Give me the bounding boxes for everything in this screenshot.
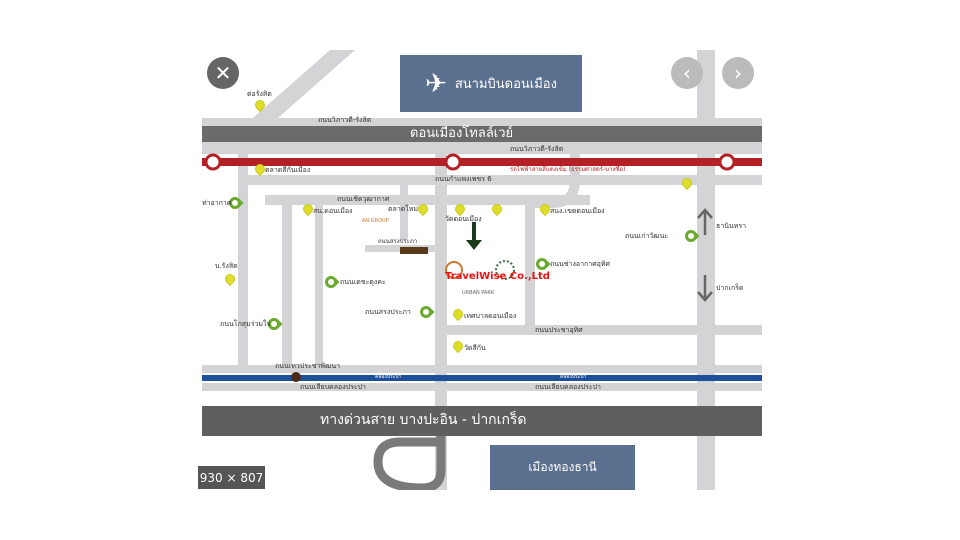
expressway-label: ทางด่วนสาย บางปะอิน - ปากเกร็ด xyxy=(320,412,527,428)
canal-label: คลองประปา xyxy=(560,374,587,380)
road-label: ถนนโกสุมร่วมใจ xyxy=(220,320,271,328)
airplane-icon: ✈ xyxy=(425,68,447,99)
watermark: TravelWise Co.,Ltd xyxy=(445,271,550,282)
road-label: ถนนช่างอากาศอุทิศ xyxy=(550,260,610,268)
map-image: ✈ สนามบินดอนเมือง ดอนเมืองโทลล์เวย์ ถนนว… xyxy=(200,50,762,490)
direction-label: ปากเกร็ด xyxy=(716,284,744,292)
place-label: ท่าอากาศ xyxy=(202,199,232,207)
airport-label: สนามบินดอนเมือง xyxy=(454,77,557,92)
road-label: ถนนเชิดวุฒากาศ xyxy=(337,195,390,203)
place-label: เทศบาลดอนเมือง xyxy=(464,312,517,320)
road-label: ถนนเลียบคลองประปา xyxy=(300,383,366,391)
road-label: ถนนกำแพงเพชร 6 xyxy=(435,175,492,183)
road-label: ถนนเดชะตุงคะ xyxy=(340,278,386,286)
place-label: บ.รังสิต xyxy=(215,262,238,270)
next-button[interactable]: › xyxy=(722,57,754,89)
road-label: ถนนวิภาวดี-รังสิต xyxy=(510,145,564,153)
place-label: ตลาดสีกันเมือง xyxy=(265,166,311,174)
muang-thong-label: เมืองทองธานี xyxy=(528,460,597,474)
red-line-label: รถไฟฟ้าสายสีแดงเข้ม (ธรรมศาสตร์-บางซื่อ) xyxy=(510,166,626,173)
project-logo: URBAN PARK xyxy=(462,290,495,296)
place-label: สนง.เขตดอนเมือง xyxy=(550,207,605,215)
road-label: ถนนสรงประภา xyxy=(378,238,418,245)
road-label: ถนนวิภาวดี-รังสิต xyxy=(318,116,372,124)
image-size-badge: 930 × 807 xyxy=(198,466,265,489)
close-button[interactable]: ✕ xyxy=(207,57,239,89)
road-network xyxy=(202,50,762,490)
place-label: ต่อรังสิต xyxy=(247,90,272,98)
direction-label: ธานินทรา xyxy=(716,222,747,230)
an-group-logo: AN GROUP xyxy=(362,218,389,224)
road-label: ถนนเก่าวัฒนะ xyxy=(625,232,669,240)
place-label: สน.ดอนเมือง xyxy=(313,207,353,215)
tollway-label: ดอนเมืองโทลล์เวย์ xyxy=(410,126,514,141)
airport-label-box: ✈ สนามบินดอนเมือง xyxy=(400,55,582,112)
place-label: วัดสีกัน xyxy=(464,344,486,352)
place-label: ตลาดใหม่ xyxy=(388,205,418,213)
muang-thong-box: เมืองทองธานี xyxy=(490,445,635,490)
canal-label: คลองประปา xyxy=(375,374,402,380)
road-label: ถนนประชาอุทิศ xyxy=(535,326,583,334)
previous-button[interactable]: ‹ xyxy=(671,57,703,89)
road-label: ถนนเลียบคลองประปา xyxy=(535,383,601,391)
place-label: วัดดอนเมือง xyxy=(445,215,482,223)
road-label: ถนนเทวประชาพัฒนา xyxy=(275,362,341,370)
road-label: ถนนสรงประภา xyxy=(365,308,411,316)
